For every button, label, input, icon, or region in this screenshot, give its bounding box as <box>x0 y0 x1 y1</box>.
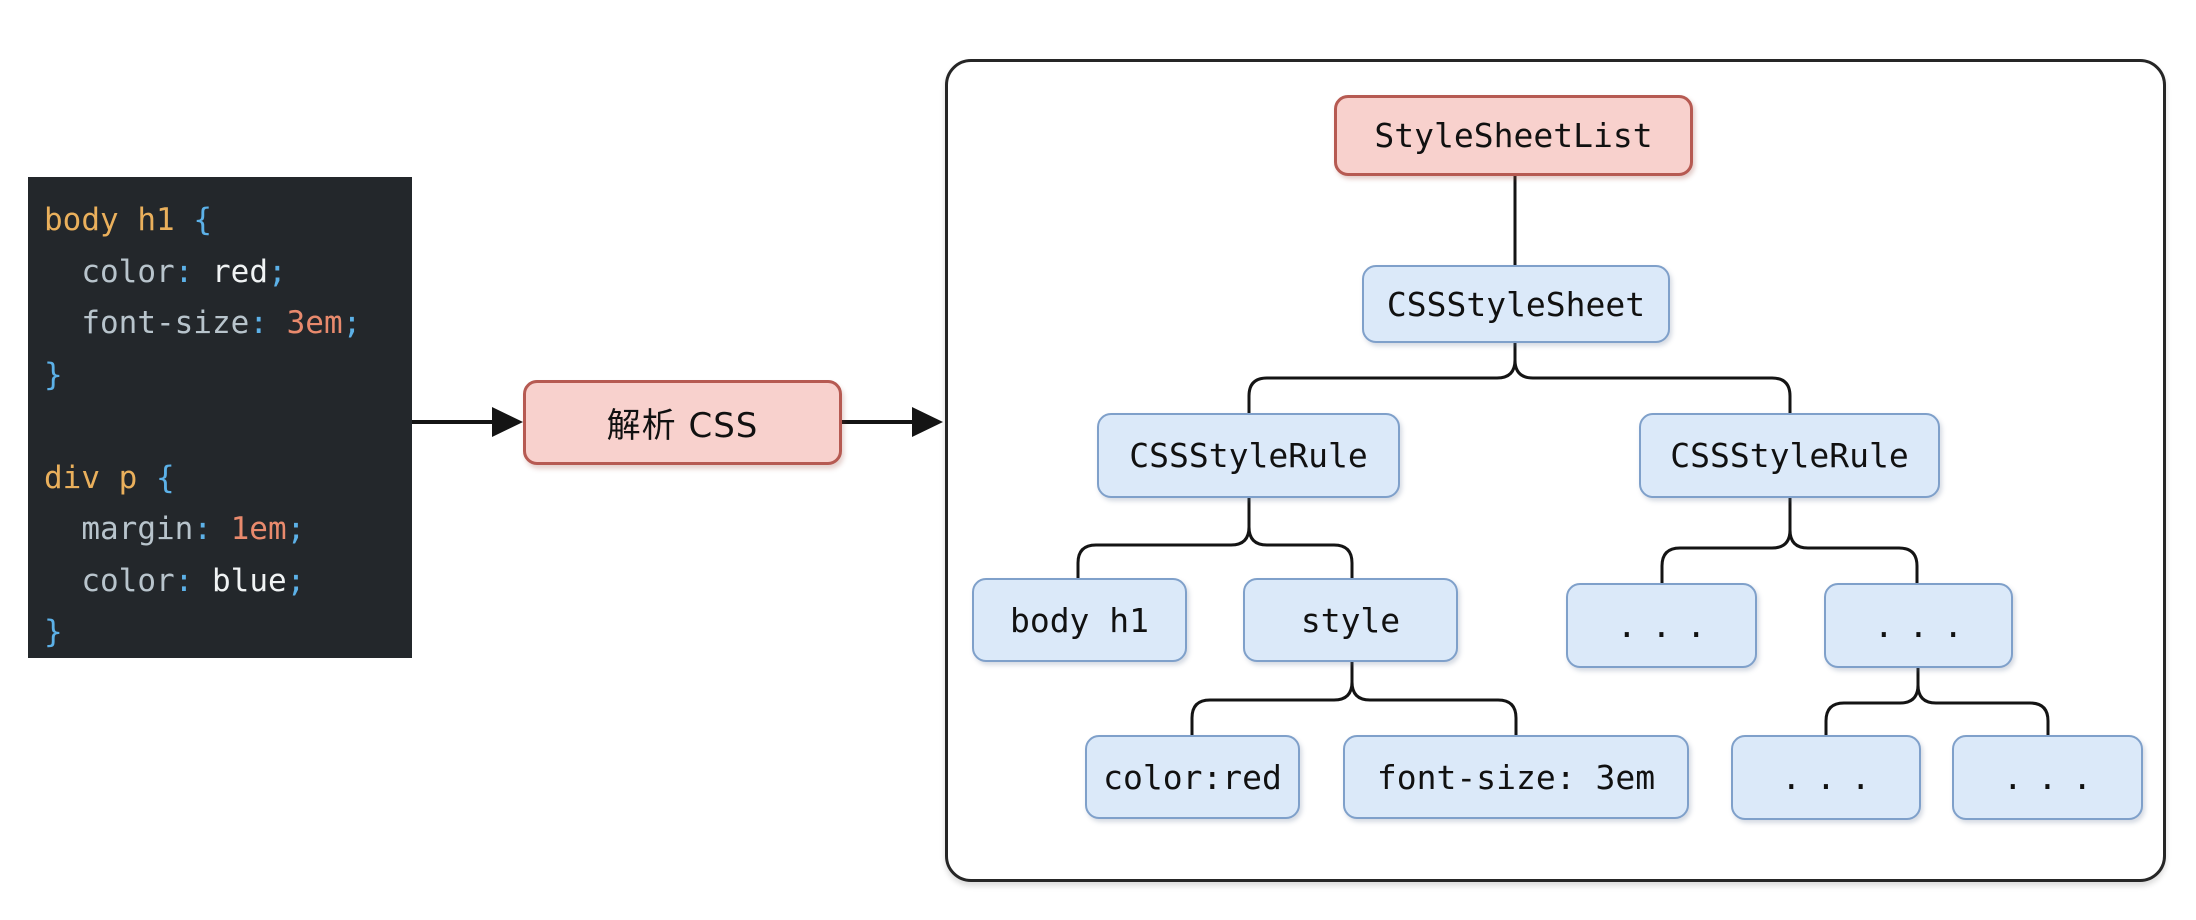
code-line: margin: 1em; <box>44 504 402 556</box>
code-semicolon: ; <box>286 562 306 599</box>
tree-node-placeholder-3: ... <box>1731 735 1921 820</box>
tree-node-rule2-placeholder-1: ... <box>1566 583 1757 668</box>
code-line: } <box>44 607 402 659</box>
node-label: StyleSheetList <box>1374 116 1653 155</box>
code-property: color <box>44 253 175 290</box>
code-line: color: red; <box>44 247 402 299</box>
code-value: 1em <box>211 511 287 547</box>
code-colon: : <box>174 253 194 290</box>
node-label: ... <box>1781 758 1886 797</box>
node-label: ... <box>2002 758 2107 797</box>
code-line: font-size: 3em; <box>44 298 402 350</box>
css-source-code-block: body h1 { color: red; font-size: 3em; } … <box>28 177 412 658</box>
code-line: div p { <box>44 453 402 505</box>
code-line: body h1 { <box>44 195 402 247</box>
tree-node-body-h1: body h1 <box>972 578 1187 662</box>
code-brace: } <box>44 614 63 650</box>
code-text <box>175 202 194 238</box>
tree-node-placeholder-4: ... <box>1952 735 2143 820</box>
node-label: CSSStyleSheet <box>1386 284 1646 324</box>
node-label: style <box>1300 600 1401 640</box>
code-property: margin <box>44 511 194 547</box>
node-label: body h1 <box>1009 600 1150 640</box>
code-semicolon: ; <box>342 305 362 341</box>
tree-node-stylesheetlist: StyleSheetList <box>1334 95 1693 176</box>
tree-node-cssstylerule-left: CSSStyleRule <box>1097 413 1400 498</box>
node-label: CSSStyleRule <box>1670 436 1909 475</box>
node-label: ... <box>1873 606 1978 645</box>
code-colon: : <box>193 511 212 547</box>
tree-node-rule2-placeholder-2: ... <box>1824 583 2013 668</box>
code-colon: : <box>249 305 268 341</box>
code-semicolon: ; <box>267 253 287 290</box>
node-label: CSSStyleRule <box>1129 436 1368 475</box>
tree-node-color-red: color:red <box>1085 735 1300 819</box>
code-semicolon: ; <box>286 511 306 547</box>
node-label: color:red <box>1103 757 1282 797</box>
code-colon: : <box>174 562 194 599</box>
arrowhead-icon <box>912 407 943 437</box>
code-value: blue <box>193 562 287 599</box>
code-line: color: blue; <box>44 556 402 608</box>
code-line: } <box>44 350 402 402</box>
code-brace: { <box>193 202 212 238</box>
parse-css-step-box: 解析 CSS <box>523 380 842 465</box>
tree-node-font-size-3em: font-size: 3em <box>1343 735 1689 819</box>
arrowhead-icon <box>492 407 523 437</box>
node-label: ... <box>1616 606 1721 645</box>
code-text <box>137 460 156 496</box>
code-selector: body h1 <box>44 202 175 238</box>
parse-css-label: 解析 CSS <box>606 406 759 446</box>
code-line-blank <box>44 401 402 453</box>
code-property: color <box>44 562 175 599</box>
code-value: 3em <box>267 305 343 341</box>
code-brace: { <box>156 459 175 496</box>
code-brace: } <box>44 356 63 393</box>
tree-node-cssstylesheet: CSSStyleSheet <box>1362 265 1670 343</box>
tree-node-cssstylerule-right: CSSStyleRule <box>1639 413 1940 498</box>
tree-node-style: style <box>1243 578 1458 662</box>
code-property: font-size <box>44 305 250 341</box>
code-value: red <box>193 253 268 290</box>
node-label: font-size: 3em <box>1376 757 1656 797</box>
code-selector: div p <box>44 459 138 496</box>
